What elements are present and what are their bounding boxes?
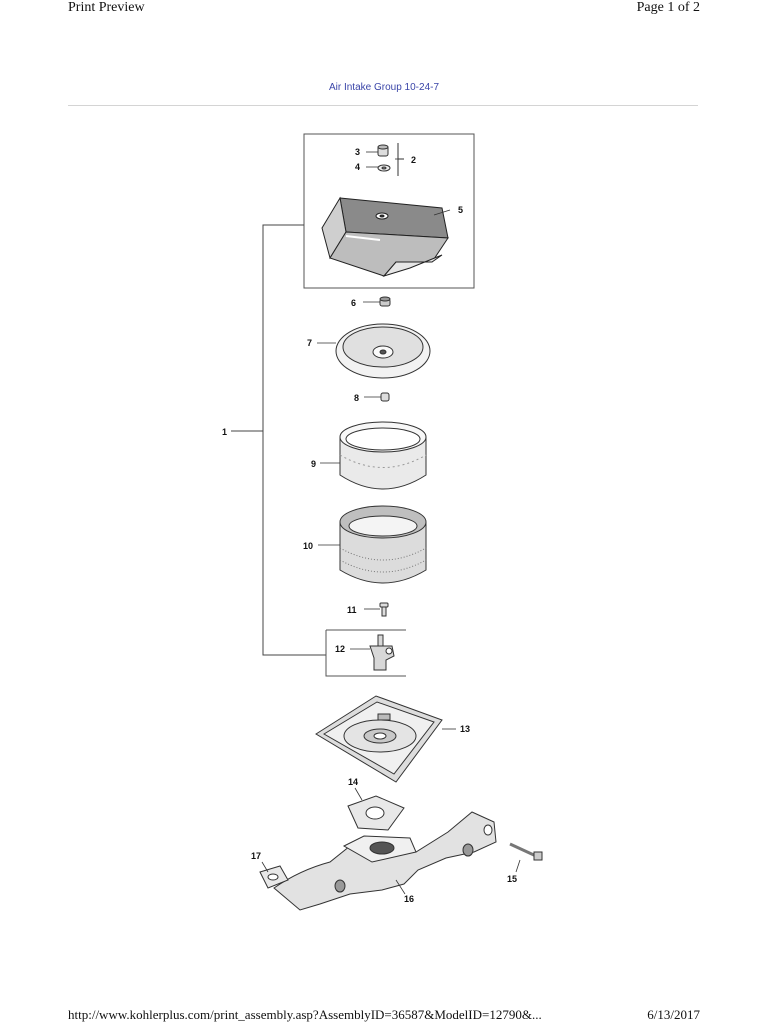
callout-12: 12 [335, 644, 345, 654]
leader-lines [261, 151, 521, 895]
part-3-knob [377, 144, 389, 157]
group-box-12 [325, 629, 406, 677]
part-11-screw [379, 602, 389, 617]
part-4-washer [377, 164, 391, 172]
footer-url: http://www.kohlerplus.com/print_assembly… [68, 1007, 542, 1022]
callout-4: 4 [355, 162, 360, 172]
bracket-1 [262, 224, 326, 656]
part-16-manifold [273, 811, 497, 911]
callout-7: 7 [307, 338, 312, 348]
part-13-base [315, 695, 443, 783]
callout-10: 10 [303, 541, 313, 551]
part-10-filter [339, 505, 427, 584]
part-17-gasket [259, 865, 289, 889]
bracket-2 [397, 143, 404, 176]
part-5-cover [321, 196, 449, 277]
part-15-bolt [509, 842, 543, 861]
callout-1: 1 [222, 427, 227, 437]
part-6-wingnut [379, 296, 391, 307]
callout-9: 9 [311, 459, 316, 469]
callout-13: 13 [460, 724, 470, 734]
callout-15: 15 [507, 874, 517, 884]
callout-8: 8 [354, 393, 359, 403]
callout-11: 11 [347, 605, 357, 615]
part-14-gasket [347, 795, 405, 831]
page-indicator: Page 1 of 2 [636, 0, 700, 15]
callout-14: 14 [348, 777, 358, 787]
group-box-top [303, 133, 475, 289]
assembly-title: Air Intake Group 10-24-7 [328, 82, 440, 93]
callout-6: 6 [351, 298, 356, 308]
part-7-lid [335, 323, 431, 379]
part-9-precleaner [339, 421, 427, 490]
part-8-nut [380, 392, 390, 402]
callout-3: 3 [355, 147, 360, 157]
callout-2: 2 [411, 155, 416, 165]
callout-5: 5 [458, 205, 463, 215]
title-divider [68, 105, 698, 106]
print-preview-label: Print Preview [68, 0, 145, 15]
part-12-stud [369, 634, 395, 671]
callout-17: 17 [251, 851, 261, 861]
callout-16: 16 [404, 894, 414, 904]
footer-date: 6/13/2017 [647, 1007, 700, 1022]
